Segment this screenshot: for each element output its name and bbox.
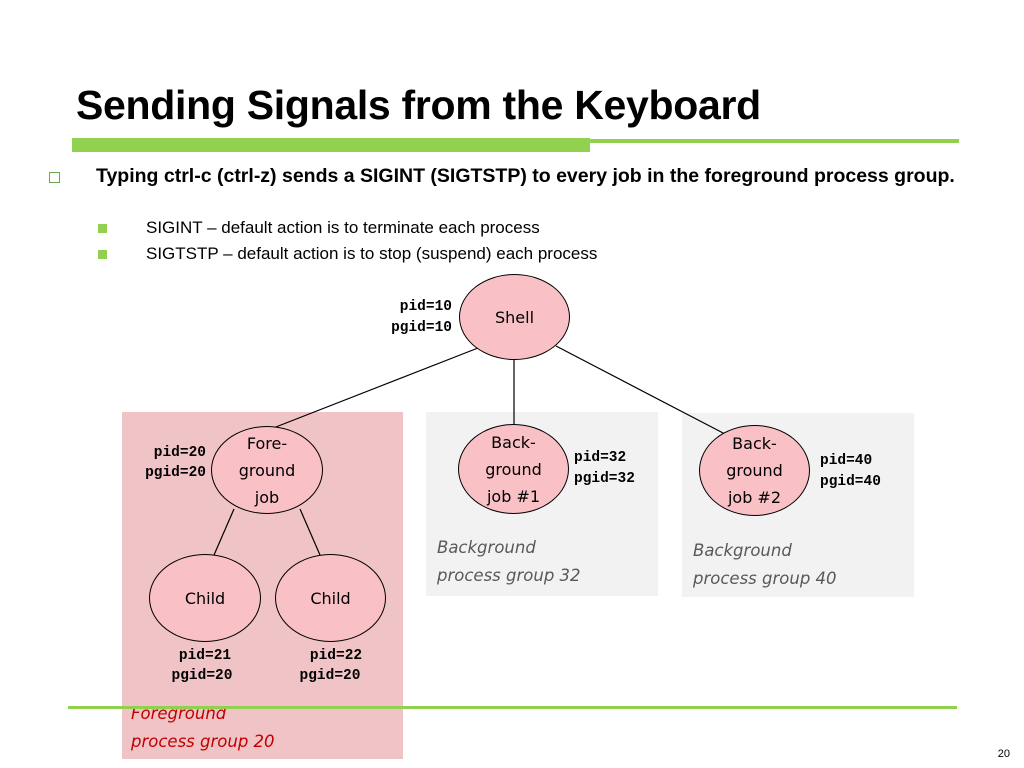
main-bullet-text: Typing ctrl-c (ctrl-z) sends a SIGINT (S… [96, 165, 955, 187]
shell-pgid: pgid=10 [391, 320, 452, 336]
background-job-2-pgid: pgid=40 [820, 474, 881, 490]
background-group-40-label: Background process group 40 [693, 541, 837, 588]
child-1-pid: pid=21 [178, 648, 232, 664]
title-underline-thin [590, 139, 959, 143]
background-group-32-label: Background process group 32 [437, 538, 581, 585]
background-job-1-pid: pid=32 [574, 450, 627, 466]
edge-shell-foreground [262, 347, 479, 433]
sub-bullet-sigint: SIGINT – default action is to terminate … [146, 218, 540, 237]
background-job-2-node: Back- ground job #2 [699, 425, 810, 516]
child-2-pid: pid=22 [309, 648, 363, 664]
foreground-job-label: Fore- ground job [238, 433, 296, 507]
shell-node: Shell [459, 274, 570, 360]
sub-bullet-marker [98, 250, 107, 259]
child-1-pgid: pgid=20 [171, 668, 233, 684]
child-2-pgid: pgid=20 [299, 668, 361, 684]
bullet-marker-box [49, 172, 60, 183]
slide-title: Sending Signals from the Keyboard [76, 82, 761, 128]
background-job-1-node: Back- ground job #1 [458, 424, 569, 514]
child-2-node: Child [275, 554, 386, 642]
foreground-job-node: Fore- ground job [211, 426, 323, 514]
edge-foreground-child-1 [213, 508, 235, 556]
background-job-1-label: Back- ground job #1 [485, 432, 542, 506]
page-number: 20 [997, 748, 1010, 760]
sub-bullet-marker [98, 224, 107, 233]
footer-rule [68, 706, 957, 709]
child-1-node: Child [149, 554, 261, 642]
child-1-label: Child [184, 588, 226, 608]
title-underline-thick [72, 138, 590, 152]
child-2-label: Child [310, 588, 351, 608]
edge-foreground-child-2 [299, 508, 321, 556]
edge-shell-background-2 [555, 345, 726, 435]
shell-pid: pid=10 [399, 299, 452, 315]
foreground-job-pid: pid=20 [153, 445, 206, 461]
sub-bullet-sigtstp: SIGTSTP – default action is to stop (sus… [146, 244, 598, 263]
background-job-2-pid: pid=40 [820, 453, 873, 469]
foreground-job-pgid: pgid=20 [145, 465, 206, 481]
background-job-1-pgid: pgid=32 [574, 471, 635, 487]
background-job-2-label: Back- ground job #2 [726, 434, 783, 507]
shell-label: Shell [494, 307, 535, 327]
